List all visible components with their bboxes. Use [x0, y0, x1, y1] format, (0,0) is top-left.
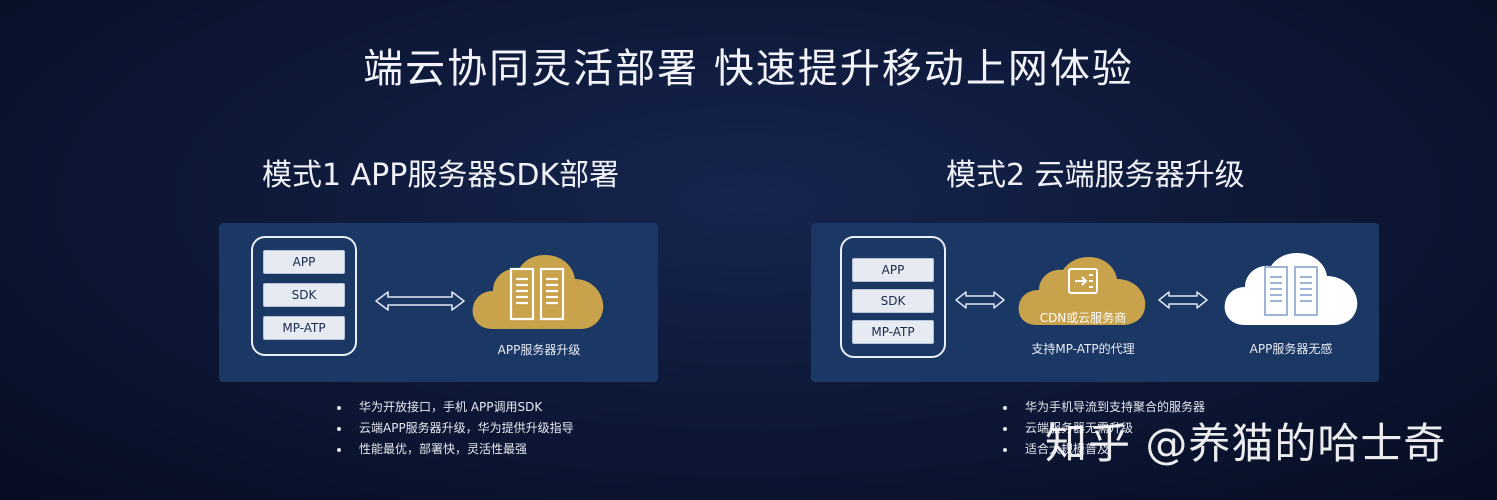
- mode1-device: APP SDK MP-ATP: [251, 236, 357, 356]
- mode1-bullet-3: 性能最优，部署快，灵活性最强: [337, 439, 574, 460]
- watermark: 知乎 @养猫的哈士奇: [1045, 419, 1447, 468]
- double-arrow-icon: [955, 291, 1005, 309]
- mode2-device: APP SDK MP-ATP: [840, 236, 946, 358]
- mode1-bullet-1: 华为开放接口，手机 APP调用SDK: [337, 397, 574, 418]
- server-cloud-icon: [472, 255, 604, 329]
- mode2-bullet-2: 云端服务器无需升级: [1003, 418, 1205, 439]
- mode2-panel: APP SDK MP-ATP CDN或云服务商 支持MP-ATP的代理 APP服…: [811, 223, 1379, 382]
- mode2-bullet-1: 华为手机导流到支持聚合的服务器: [1003, 397, 1205, 418]
- mode1-server-caption: APP服务器升级: [497, 343, 581, 357]
- server-cloud-icon: [1224, 253, 1358, 325]
- page-title: 端云协同灵活部署 快速提升移动上网体验: [363, 46, 1134, 92]
- stack-item-sdk: SDK: [263, 283, 345, 307]
- mode1-panel: APP SDK MP-ATP APP服务器升级: [219, 223, 658, 382]
- proxy-icon: [1068, 268, 1098, 294]
- cdn-label: CDN或云服务商: [1039, 311, 1127, 325]
- server-icon: [509, 267, 565, 321]
- cloud-icon: [1224, 253, 1358, 325]
- mode1-title: 模式1 APP服务器SDK部署: [262, 158, 620, 193]
- cloud-icon: [1018, 257, 1146, 325]
- mode2-bullet-3: 适合大规模普及: [1003, 439, 1205, 460]
- cloud-icon: [472, 255, 604, 329]
- cdn-caption: 支持MP-ATP的代理: [1031, 342, 1135, 356]
- double-arrow-icon: [375, 291, 465, 311]
- stack-item-sdk: SDK: [852, 289, 934, 313]
- mode2-bullets: 华为手机导流到支持聚合的服务器 云端服务器无需升级 适合大规模普及: [1003, 397, 1205, 460]
- cdn-cloud-icon: [1018, 257, 1146, 325]
- stack-item-mp-atp: MP-ATP: [852, 320, 934, 344]
- server-icon: [1264, 266, 1318, 316]
- stack-item-app: APP: [852, 258, 934, 282]
- double-arrow-icon: [1158, 291, 1208, 309]
- mode2-server-caption: APP服务器无感: [1249, 342, 1333, 356]
- stack-item-mp-atp: MP-ATP: [263, 316, 345, 340]
- mode1-bullets: 华为开放接口，手机 APP调用SDK 云端APP服务器升级，华为提供升级指导 性…: [337, 397, 574, 460]
- mode2-title: 模式2 云端服务器升级: [946, 158, 1245, 193]
- stack-item-app: APP: [263, 250, 345, 274]
- mode1-bullet-2: 云端APP服务器升级，华为提供升级指导: [337, 418, 574, 439]
